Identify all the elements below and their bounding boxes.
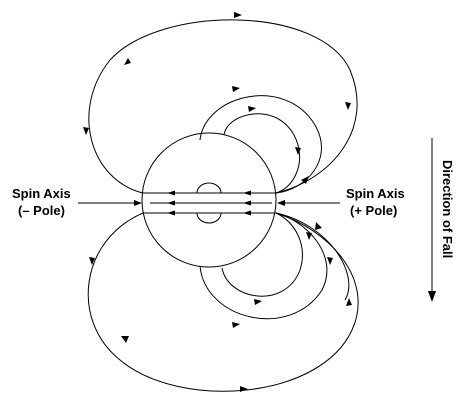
inner-bottom-field-line-3 [275,212,350,301]
axis-flow-arrows [150,190,272,216]
sphere [141,132,277,268]
inner-bottom-field-line-2 [221,212,303,297]
outer-top-field-line [88,19,358,194]
inner-top-field-line-1 [199,95,322,194]
left-pole-label-line1: Spin Axis [12,186,71,201]
right-pole-label-line2: (+ Pole) [350,203,397,218]
inner-bottom-field-line-1 [199,212,328,320]
direction-of-fall-indicator: Direction of Fall [428,138,455,302]
left-pole-label-line2: (– Pole) [18,203,65,218]
outer-bottom-field-line [87,212,359,392]
direction-of-fall-label: Direction of Fall [440,160,455,258]
inner-top-field-line-2 [223,113,300,194]
right-pole-label-line1: Spin Axis [346,186,405,201]
spin-axis-rod [78,182,340,224]
